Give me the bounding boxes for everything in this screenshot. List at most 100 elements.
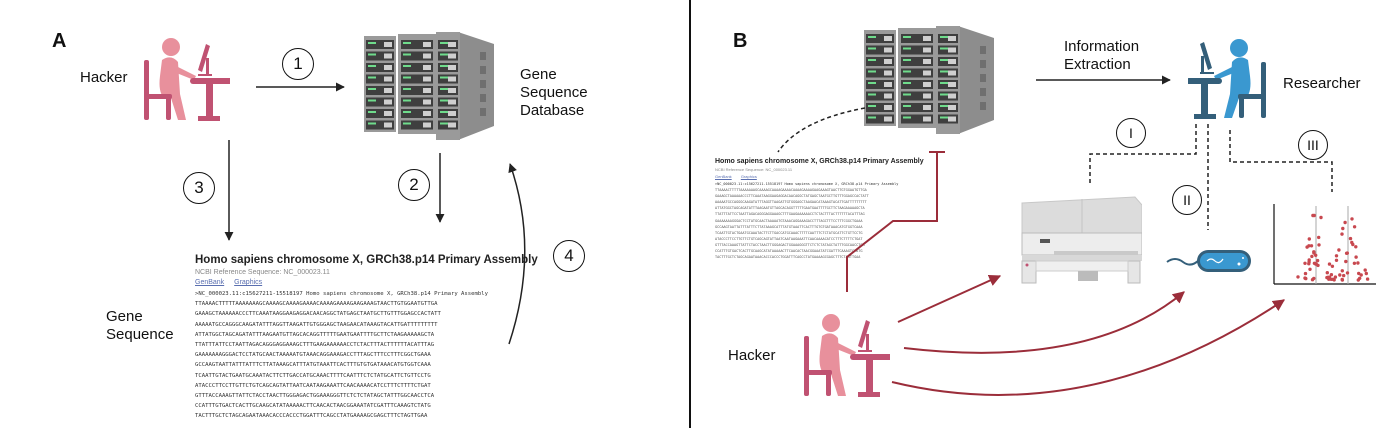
rack-led [903, 36, 911, 38]
rack-panel [948, 93, 956, 99]
rack-unit [401, 40, 433, 49]
scatter-point [1332, 278, 1336, 282]
scatter-point [1365, 277, 1370, 281]
rack-unit [401, 74, 433, 84]
genbank-link[interactable]: GenBank [715, 174, 732, 179]
sequence-links: GenBank Graphics [195, 279, 538, 286]
scatter-point [1342, 273, 1346, 278]
database-label-line: Gene [520, 66, 557, 83]
server-rack-units [366, 40, 458, 130]
genbank-link[interactable]: GenBank [195, 279, 225, 286]
rack-panel [948, 116, 956, 122]
rack-unit [901, 103, 933, 112]
database-label: Gene Sequence Database [520, 66, 588, 120]
information-extraction-label: Information Extraction [1064, 38, 1139, 74]
rack-led [940, 36, 948, 38]
rack-panel [923, 105, 931, 110]
rack-unit [866, 68, 894, 78]
scatter-point [1330, 264, 1335, 268]
sequence-line: TTATTTATTCCTAATTAGACAGGGAGGAAAGCTTTGAAGA… [195, 342, 435, 349]
rack-panel [948, 59, 956, 64]
rack-led [940, 105, 948, 107]
scatter-point [1357, 271, 1361, 276]
inhibition-line [846, 152, 938, 292]
rack-panel [948, 82, 956, 87]
rack-unit [366, 63, 394, 72]
rack-led [403, 122, 411, 125]
rack-led [940, 82, 948, 84]
rack-panel [948, 70, 956, 76]
sequence-line: TCAATTGTACTGAATGCAAATACTTCTTGACCATGCAAAC… [715, 230, 863, 235]
rack-led [440, 122, 448, 125]
rack-unit [366, 40, 394, 49]
rack-led [368, 88, 376, 90]
rack-panel [384, 99, 392, 105]
scatter-point [1356, 278, 1360, 282]
scatter-point [1344, 259, 1348, 264]
rack-panel [423, 76, 431, 82]
graphics-link[interactable]: Graphics [740, 174, 757, 179]
sequence-line: GAAAAAAAGGGACTCCTATGCAACTAAAAATGTAAACAGG… [715, 218, 863, 223]
graphics-link[interactable]: Graphics [234, 279, 263, 286]
rack-unit [401, 109, 433, 118]
gene-sequence-label: Gene Sequence [106, 308, 174, 344]
rack-unit [901, 45, 933, 55]
rack-led [440, 53, 448, 56]
rack-led [403, 111, 411, 113]
dashed-line-III [1229, 130, 1333, 192]
scatter-point [1312, 213, 1316, 218]
rack-panel [423, 42, 431, 47]
rack-panel [423, 99, 431, 105]
scatter-point [1307, 237, 1311, 241]
rack-unit [366, 86, 394, 95]
sequence-line: TACTTTGCTCTAGCAGAATAAACACCCACCCTGGATTTCA… [715, 255, 861, 260]
rack-unit [866, 114, 894, 124]
rack-led [903, 70, 911, 73]
scatter-point [1309, 244, 1314, 248]
rack-panel [923, 93, 931, 99]
rack-unit [866, 80, 894, 89]
rack-panel [384, 42, 392, 47]
attack-arrow-plot [891, 299, 1285, 396]
rack-panel [948, 36, 956, 41]
step-1-badge: 1 [282, 48, 314, 80]
panel-divider [689, 0, 691, 428]
sequence-line: GTTTACCAAAGTTATTCTACCTAACTTGGGAGACTGGAAA… [195, 393, 435, 400]
rack-unit [901, 114, 933, 124]
rack-led [868, 70, 876, 73]
rack-unit [866, 57, 894, 66]
sequence-body: >NC_000023.11:c15627211-15518197 Homo sa… [715, 181, 924, 260]
rack-panel [384, 88, 392, 93]
arrow-step-4 [508, 163, 526, 345]
server-rack-icon [864, 26, 994, 134]
scatter-point [1341, 226, 1345, 231]
rack-led [903, 59, 911, 61]
dashed-server-to-document [777, 107, 866, 153]
rack-led [368, 42, 376, 44]
scatter-point [1352, 261, 1357, 265]
rack-panel [884, 36, 892, 41]
scatter-point [1350, 240, 1354, 245]
rack-panel [423, 53, 431, 59]
rack-panel [448, 122, 456, 128]
rack-panel [923, 59, 931, 64]
rack-unit [901, 68, 933, 78]
scatter-point [1333, 275, 1338, 279]
researcher-label: Researcher [1283, 75, 1361, 92]
sequence-reference: NCBI Reference Sequence: NC_000023.11 [195, 269, 330, 276]
hacker-icon [804, 314, 890, 397]
rack-panel [423, 88, 431, 93]
rack-panel [923, 70, 931, 76]
rack-unit [401, 63, 433, 72]
scatter-point [1308, 267, 1312, 271]
scatter-point [1340, 232, 1344, 236]
rack-unit [366, 109, 394, 118]
rack-unit [901, 34, 933, 43]
rack-unit [401, 51, 433, 61]
scatter-point [1359, 273, 1363, 277]
rack-led [440, 111, 448, 113]
panel-a-letter: A [52, 30, 67, 52]
rack-led [368, 76, 376, 79]
rack-led [940, 59, 948, 61]
rack-unit [366, 97, 394, 107]
